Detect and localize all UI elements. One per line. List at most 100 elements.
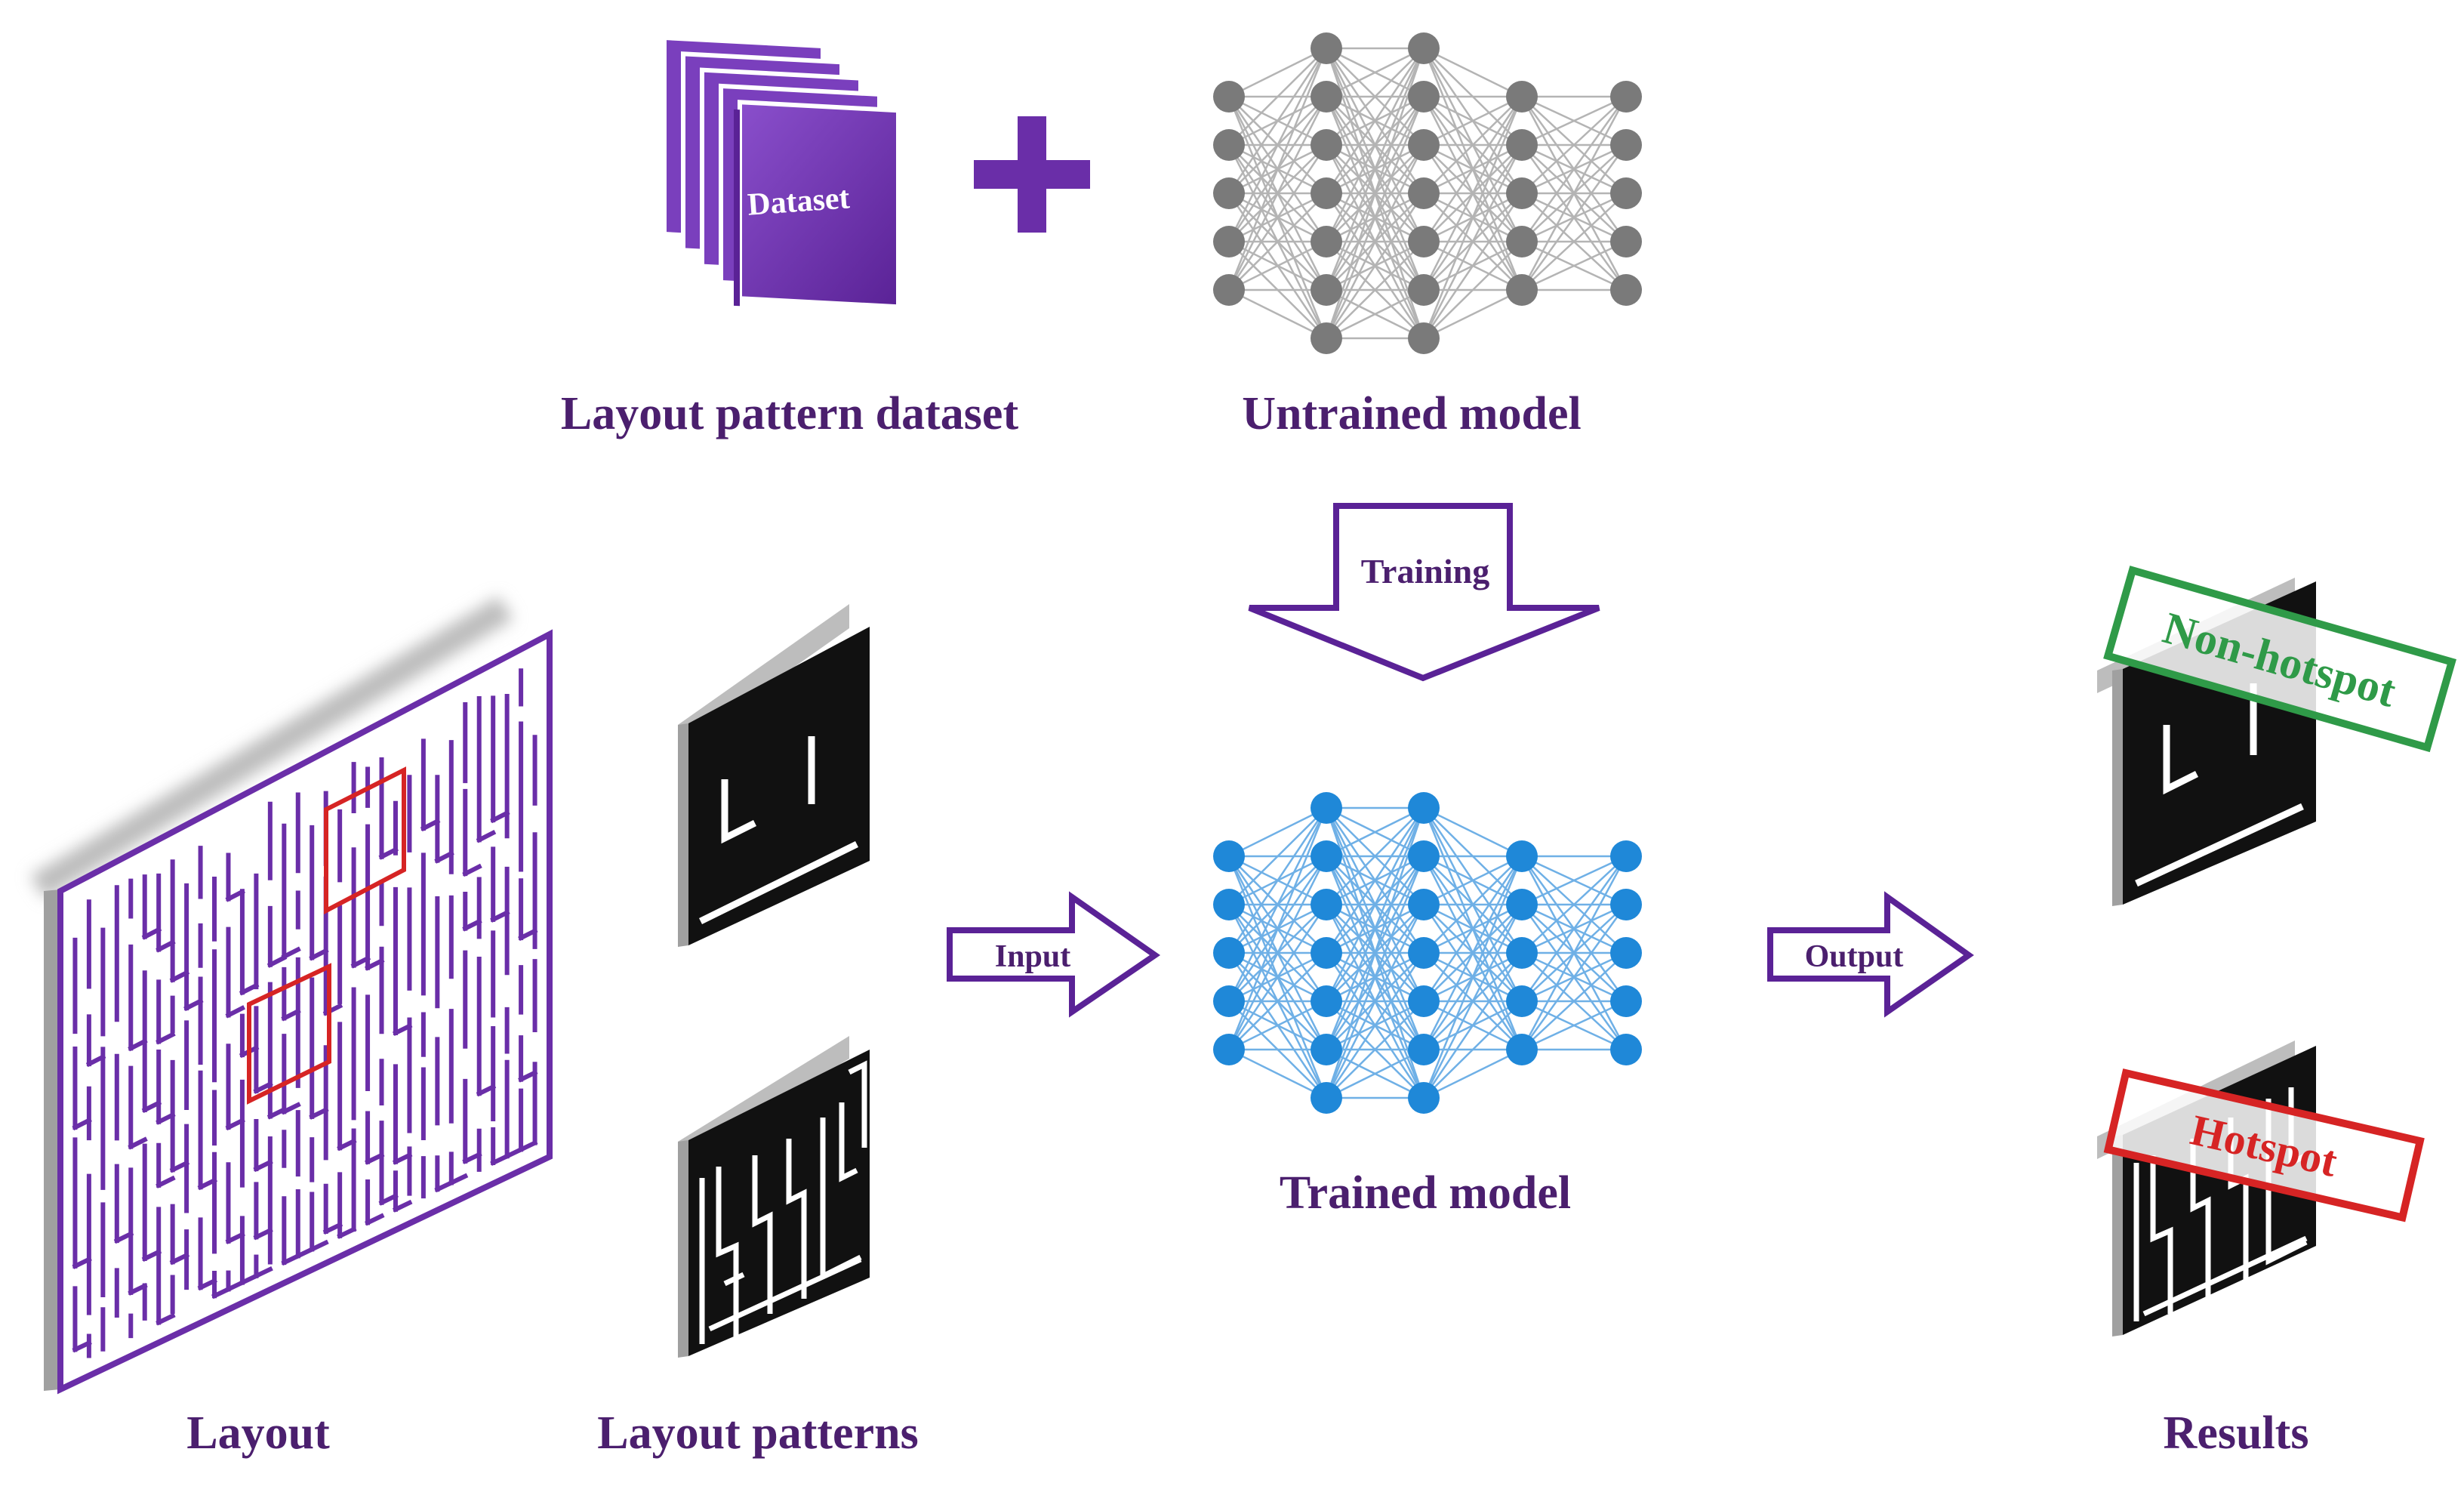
training-arrow: Training <box>1248 503 1600 682</box>
trained-edge <box>1521 1000 1627 1051</box>
layout-wire <box>294 1246 316 1259</box>
layout-wire <box>128 1282 148 1296</box>
layout-wire <box>337 1138 357 1151</box>
layout-wire <box>462 918 482 932</box>
untrained-model-label: Untrained model <box>1242 388 1582 439</box>
trained-model-label: Trained model <box>1280 1167 1571 1219</box>
untrained-edge <box>1422 96 1523 339</box>
trained-edge <box>1422 952 1523 1099</box>
trained-edge <box>1227 856 1328 1050</box>
untrained-node <box>1311 177 1342 209</box>
untrained-node <box>1506 81 1538 113</box>
trained-edge <box>1325 904 1425 1099</box>
layout-wire <box>504 1146 525 1160</box>
layout-wire <box>281 1102 301 1115</box>
dataset-card-label: Dataset <box>747 180 851 222</box>
layout-wire <box>378 846 399 860</box>
layout-wire <box>141 1249 162 1262</box>
untrained-edge <box>1227 48 1328 291</box>
layout-wire <box>476 1084 497 1097</box>
untrained-node <box>1506 226 1538 257</box>
trained-node <box>1213 1034 1245 1065</box>
layout-wire <box>225 1005 245 1019</box>
trained-node <box>1408 937 1440 969</box>
layout-wire <box>169 970 190 983</box>
untrained-node <box>1213 274 1245 306</box>
layout-wire <box>490 909 510 923</box>
untrained-edge <box>1325 144 1425 339</box>
untrained-edge <box>1423 288 1523 340</box>
layout-wire <box>281 946 301 960</box>
trained-node <box>1408 792 1440 824</box>
layout-wire <box>378 1192 399 1206</box>
trained-node <box>1506 1034 1538 1065</box>
dataset-stack-icon: Dataset <box>662 35 901 310</box>
trained-node <box>1311 1034 1342 1065</box>
highlight-box-top <box>324 766 406 914</box>
untrained-edge <box>1228 47 1327 98</box>
trained-edge <box>1325 952 1425 1099</box>
layout-wire <box>156 1175 176 1188</box>
untrained-edge <box>1227 48 1328 242</box>
layout-pattern-top <box>678 604 870 947</box>
trained-node <box>1610 840 1642 872</box>
trained-node <box>1610 985 1642 1017</box>
trained-node <box>1311 889 1342 920</box>
untrained-edge <box>1228 240 1327 291</box>
layout-wire <box>141 926 162 940</box>
untrained-edge <box>1228 193 1327 291</box>
trained-edge <box>1423 1048 1523 1099</box>
layout-wire <box>518 1069 538 1083</box>
layout-pattern-dataset-label: Layout pattern dataset <box>561 388 1019 439</box>
untrained-edge <box>1521 193 1627 291</box>
trained-node <box>1311 792 1342 824</box>
layout-wire <box>337 1226 357 1239</box>
layout-wire <box>169 1160 190 1173</box>
trained-edge <box>1228 806 1327 858</box>
untrained-node <box>1408 177 1440 209</box>
output-label: Output <box>1805 939 1904 974</box>
trained-edge <box>1227 807 1328 1050</box>
untrained-edge <box>1423 47 1523 98</box>
output-arrow: Output <box>1767 891 1974 1018</box>
plus-icon <box>974 116 1090 233</box>
layout-wire <box>448 1173 469 1186</box>
trained-edge <box>1422 856 1523 1050</box>
layout-wire <box>156 939 176 953</box>
untrained-node <box>1506 274 1538 306</box>
untrained-edge <box>1326 241 1424 339</box>
trained-edge <box>1520 904 1628 1050</box>
layout-wire <box>309 948 329 961</box>
input-arrow: Input <box>947 891 1161 1018</box>
untrained-edge <box>1228 48 1327 146</box>
untrained-edge <box>1326 48 1424 146</box>
trained-node <box>1610 1034 1642 1065</box>
untrained-edge <box>1423 241 1523 339</box>
untrained-node <box>1311 274 1342 306</box>
untrained-node <box>1610 81 1642 113</box>
trained-node <box>1311 985 1342 1017</box>
trained-node <box>1311 937 1342 969</box>
layout-wire <box>420 818 441 832</box>
layout-wire <box>322 1222 343 1235</box>
layout-wire <box>253 1266 273 1279</box>
untrained-node <box>1311 129 1342 161</box>
untrained-edge <box>1520 96 1628 242</box>
untrained-edge <box>1227 96 1328 291</box>
trained-node <box>1408 985 1440 1017</box>
trained-edge <box>1325 807 1425 1050</box>
layout-wire <box>225 888 245 902</box>
layout-wire <box>392 1151 413 1165</box>
layout-wire <box>253 1081 273 1094</box>
trained-node <box>1213 937 1245 969</box>
untrained-edge <box>1228 288 1327 340</box>
trained-node <box>1213 985 1245 1017</box>
layout-wire <box>476 829 497 843</box>
untrained-node <box>1610 274 1642 306</box>
untrained-edge <box>1325 48 1425 242</box>
trained-edge <box>1422 856 1523 1002</box>
trained-edge <box>1326 1000 1424 1099</box>
untrained-node <box>1506 177 1538 209</box>
trained-edge <box>1423 1000 1523 1099</box>
trained-node <box>1311 840 1342 872</box>
